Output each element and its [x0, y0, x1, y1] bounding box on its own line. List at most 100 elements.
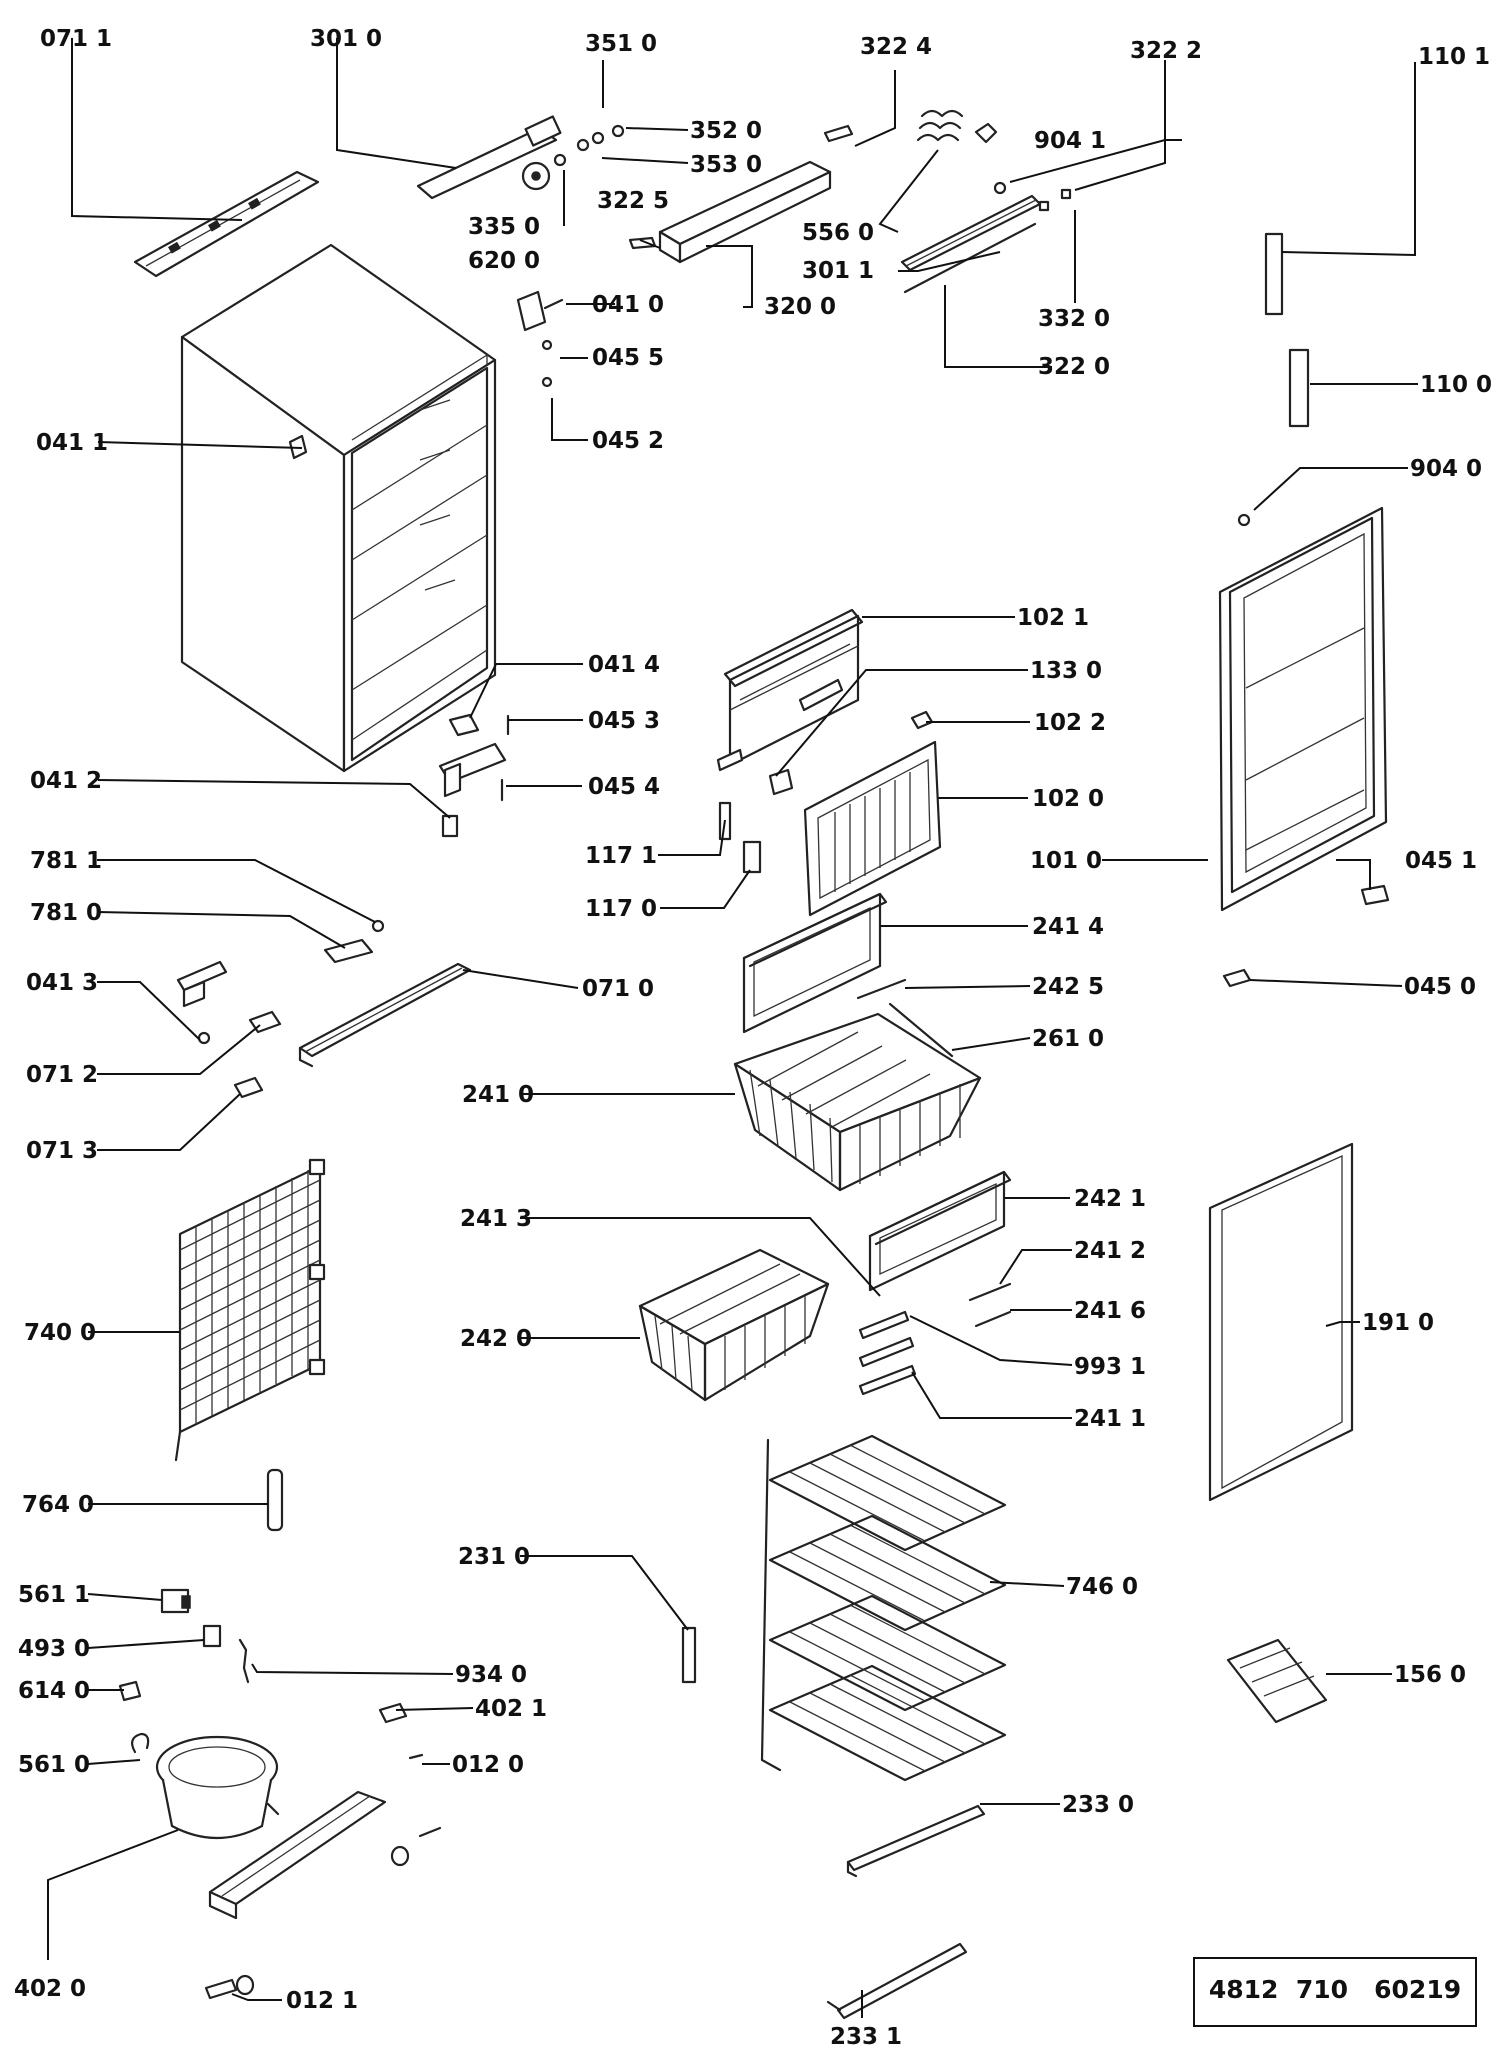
hinge-bracket-part	[516, 290, 564, 388]
wire-part	[238, 1638, 250, 1684]
rear-rail-part	[826, 1804, 986, 2020]
part-label: 746 0	[1066, 1574, 1138, 1600]
part-label: 233 0	[1062, 1792, 1134, 1818]
small-plate-part	[823, 124, 854, 143]
ice-tray-part	[1226, 1638, 1328, 1724]
bracket-part	[176, 960, 282, 1099]
spring-part	[916, 109, 998, 144]
flap-clip-part	[768, 768, 794, 796]
part-label: 071 3	[26, 1138, 98, 1164]
part-label: 191 0	[1362, 1310, 1434, 1336]
pin-part	[408, 1753, 424, 1760]
part-label: 561 1	[18, 1582, 90, 1608]
door-hinge-part	[1222, 968, 1252, 988]
part-label: 071 1	[40, 26, 112, 52]
strip-part	[856, 978, 907, 1000]
small-screw-part	[371, 919, 385, 933]
part-label: 045 4	[588, 774, 660, 800]
part-label: 904 1	[1034, 128, 1106, 154]
support-part	[681, 1626, 697, 1684]
part-label: 102 0	[1032, 786, 1104, 812]
part-label: 133 0	[1030, 658, 1102, 684]
part-label: 241 1	[1074, 1406, 1146, 1432]
part-label: 934 0	[455, 1662, 527, 1688]
part-label: 045 0	[1404, 974, 1476, 1000]
part-label: 102 2	[1034, 710, 1106, 736]
part-label: 242 1	[1074, 1186, 1146, 1212]
part-label: 322 0	[1038, 354, 1110, 380]
part-label: 332 0	[1038, 306, 1110, 332]
part-label: 041 2	[30, 768, 102, 794]
part-label: 012 0	[452, 1752, 524, 1778]
part-label: 041 0	[592, 292, 664, 318]
relay-terminal	[181, 1595, 191, 1609]
door-handle-part	[1264, 232, 1284, 316]
clip-part	[118, 1680, 142, 1702]
part-label: 352 0	[690, 118, 762, 144]
part-label: 301 1	[802, 258, 874, 284]
flap-frame-part	[716, 608, 864, 772]
slide-part	[974, 1310, 1012, 1328]
part-label: 045 2	[592, 428, 664, 454]
strip-part	[858, 1336, 915, 1368]
part-label: 117 1	[585, 843, 657, 869]
part-label: 320 0	[764, 294, 836, 320]
part-label: 241 2	[1074, 1238, 1146, 1264]
part-label: 620 0	[468, 248, 540, 274]
control-panel-part	[628, 160, 832, 264]
rod-part	[888, 1002, 954, 1058]
door-gasket-part	[1208, 1142, 1354, 1502]
part-label: 561 0	[18, 1752, 90, 1778]
part-number-labels: 071 1 301 0 351 0 322 4 322 2 110 1 352 …	[14, 26, 1492, 2050]
hinge-cap-part	[742, 840, 762, 874]
part-label: 110 0	[1420, 372, 1492, 398]
part-label: 242 0	[460, 1326, 532, 1352]
part-label: 322 2	[1130, 38, 1202, 64]
flap-panel-part	[742, 892, 888, 1034]
drier-part	[266, 1468, 284, 1532]
wire-basket-part	[733, 1012, 982, 1192]
part-label: 045 3	[588, 708, 660, 734]
part-label: 071 2	[26, 1062, 98, 1088]
part-label: 740 0	[24, 1320, 96, 1346]
thermostat-rail-part	[900, 181, 1072, 294]
evaporator-part	[760, 1434, 1007, 1782]
part-label: 241 0	[462, 1082, 534, 1108]
hinge-rail-part	[133, 170, 320, 278]
part-label: 101 0	[1030, 848, 1102, 874]
door-handle-part	[1288, 348, 1310, 428]
door-hinge-part	[1360, 884, 1390, 906]
part-label: 301 0	[310, 26, 382, 52]
part-label: 353 0	[690, 152, 762, 178]
part-label: 261 0	[1032, 1026, 1104, 1052]
part-label: 102 1	[1017, 605, 1089, 631]
part-label: 012 1	[286, 1988, 358, 2014]
part-label: 241 3	[460, 1206, 532, 1232]
part-label: 493 0	[18, 1636, 90, 1662]
part-label: 041 3	[26, 970, 98, 996]
bottom-rail-part	[298, 962, 472, 1068]
part-label: 071 0	[582, 976, 654, 1002]
strip-part	[858, 1310, 910, 1340]
part-label: 233 1	[830, 2024, 902, 2050]
part-label: 156 0	[1394, 1662, 1466, 1688]
strip-part	[858, 1364, 917, 1396]
part-label: 241 6	[1074, 1298, 1146, 1324]
hinge-plate-part	[448, 713, 480, 737]
part-label: 402 0	[14, 1976, 86, 2002]
part-label: 110 1	[1418, 44, 1490, 70]
part-label: 041 1	[36, 430, 108, 456]
part-label: 764 0	[22, 1492, 94, 1518]
cover-part	[323, 938, 374, 964]
part-label: 904 0	[1410, 456, 1482, 482]
grille-part	[803, 740, 942, 917]
part-label: 402 1	[475, 1696, 547, 1722]
document-number: 4812 710 60219	[1208, 1975, 1462, 2004]
part-label: 993 1	[1074, 1354, 1146, 1380]
grommet-part	[378, 1702, 408, 1724]
part-label: 781 0	[30, 900, 102, 926]
part-label: 322 4	[860, 34, 932, 60]
leader-lines	[47, 38, 1418, 2018]
part-label: 045 5	[592, 345, 664, 371]
